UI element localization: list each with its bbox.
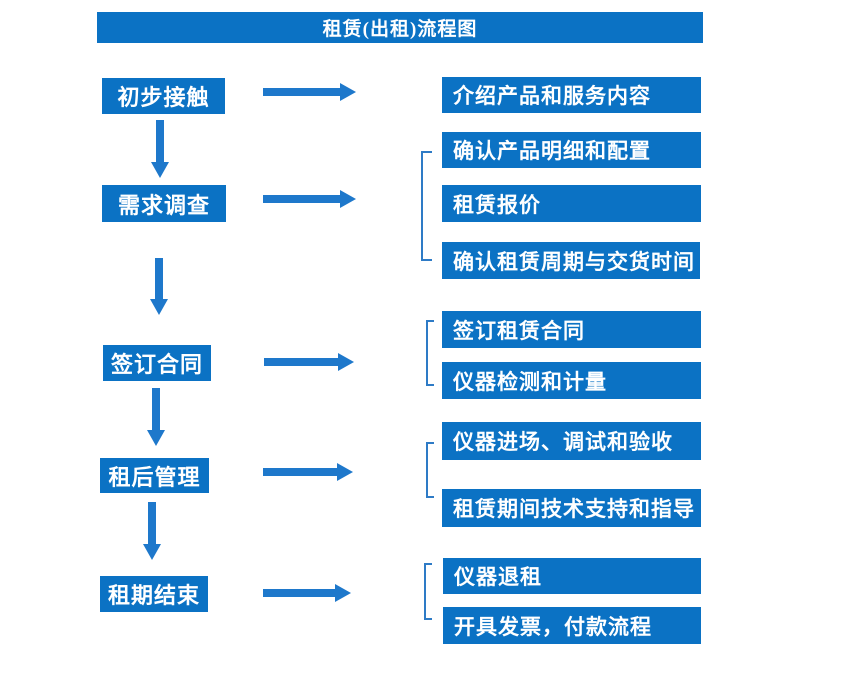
arrow-shaft	[156, 120, 164, 163]
detail-box-confirm-period: 确认租赁周期与交货时间	[442, 242, 700, 279]
right-arrow-4-icon	[263, 463, 353, 481]
arrow-shaft	[263, 589, 336, 597]
step-box-rental-end: 租期结束	[100, 576, 208, 612]
step-box-sign-contract: 签订合同	[103, 345, 211, 381]
arrow-head	[151, 162, 169, 178]
arrow-head	[143, 544, 161, 560]
arrow-head	[340, 83, 356, 101]
arrow-head	[338, 353, 354, 371]
down-arrow-1-icon	[151, 120, 169, 178]
right-arrow-2-icon	[263, 190, 356, 208]
detail-box-instrument-arrival: 仪器进场、调试和验收	[442, 422, 701, 460]
arrow-head	[335, 584, 351, 602]
arrow-shaft	[152, 388, 160, 431]
detail-box-tech-support: 租赁期间技术支持和指导	[442, 489, 701, 527]
group-bracket-4	[426, 442, 434, 498]
group-bracket-2	[421, 151, 432, 261]
down-arrow-2-icon	[150, 258, 168, 315]
arrow-shaft	[264, 358, 339, 366]
group-bracket-3	[426, 320, 434, 386]
detail-box-confirm-spec-config: 确认产品明细和配置	[442, 132, 701, 168]
right-arrow-1-icon	[263, 83, 356, 101]
detail-box-instrument-testing: 仪器检测和计量	[442, 362, 701, 399]
step-box-demand-survey: 需求调查	[102, 185, 226, 222]
arrow-head	[147, 430, 165, 446]
arrow-shaft	[148, 502, 156, 545]
arrow-shaft	[263, 88, 341, 96]
arrow-shaft	[263, 195, 341, 203]
step-box-post-rental-management: 租后管理	[100, 458, 209, 493]
flowchart-title: 租赁(出租)流程图	[97, 12, 703, 43]
detail-box-invoice-payment: 开具发票，付款流程	[443, 607, 701, 644]
detail-box-instrument-return: 仪器退租	[443, 558, 701, 594]
down-arrow-4-icon	[143, 502, 161, 560]
step-box-initial-contact: 初步接触	[102, 78, 225, 114]
arrow-shaft	[263, 468, 338, 476]
group-bracket-5	[424, 563, 432, 620]
detail-box-sign-rental-contract: 签订租赁合同	[442, 311, 701, 348]
arrow-head	[340, 190, 356, 208]
detail-box-rental-quote: 租赁报价	[442, 185, 701, 222]
detail-box-introduce-products: 介绍产品和服务内容	[442, 77, 701, 113]
arrow-head	[337, 463, 353, 481]
right-arrow-5-icon	[263, 584, 351, 602]
arrow-shaft	[155, 258, 163, 300]
down-arrow-3-icon	[147, 388, 165, 446]
right-arrow-3-icon	[264, 353, 354, 371]
arrow-head	[150, 299, 168, 315]
